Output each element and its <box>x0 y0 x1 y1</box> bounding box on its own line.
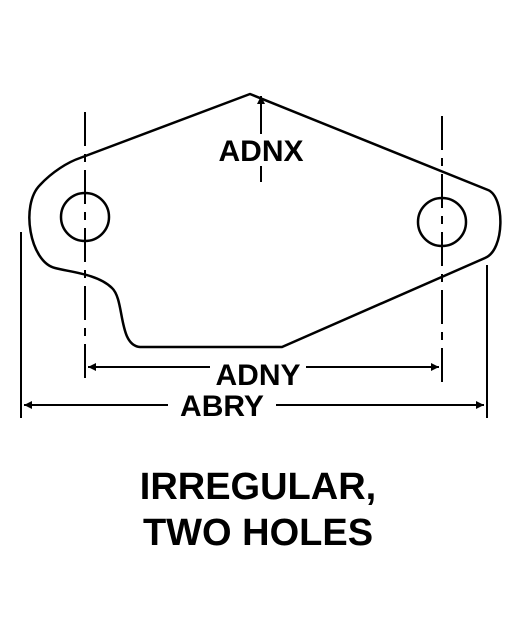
overall-length-dim-label: ABRY <box>180 390 264 423</box>
part-outline <box>28 92 502 349</box>
hole-spacing-dim-label: ADNY <box>215 359 300 392</box>
caption-line-2: TWO HOLES <box>142 512 374 554</box>
height-dim-label: ADNX <box>218 135 303 168</box>
caption-line-1: IRREGULAR, <box>139 466 377 508</box>
